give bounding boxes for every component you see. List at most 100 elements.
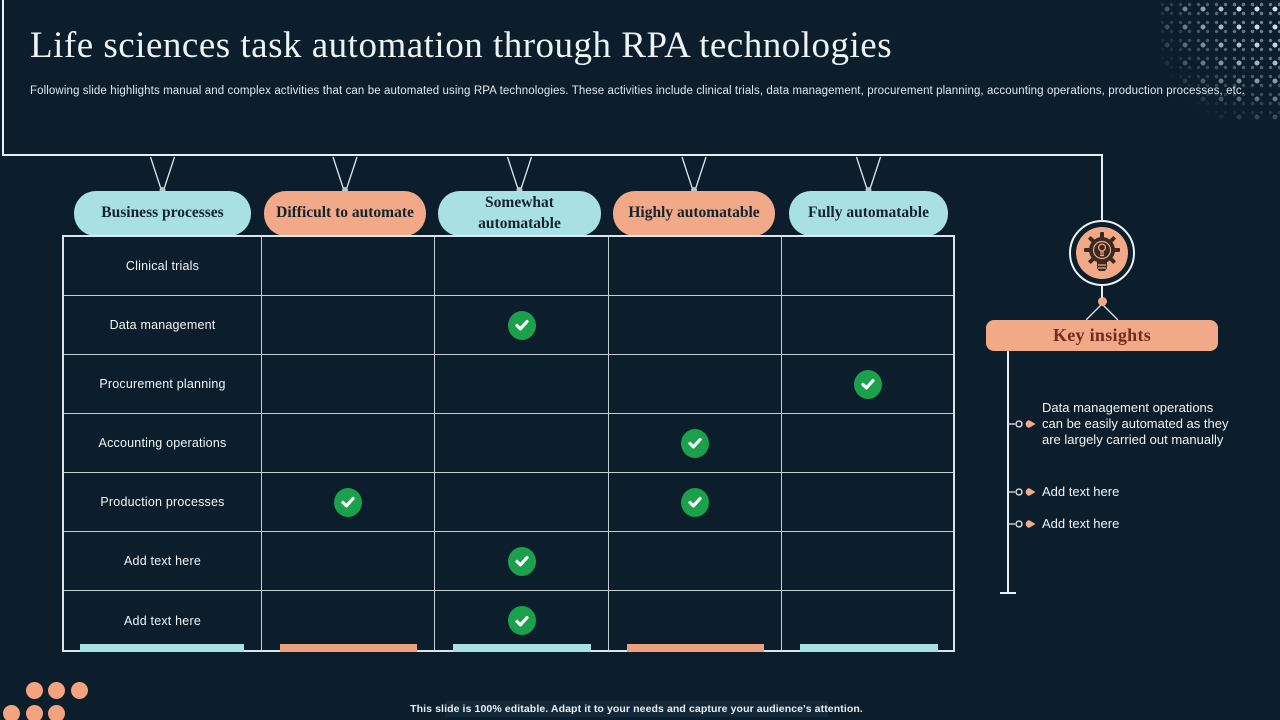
row-label-cell: Clinical trials <box>64 237 262 295</box>
matrix-cell-r0-c3 <box>782 237 953 295</box>
column-footer-bar <box>453 644 591 652</box>
connector-dot <box>1098 297 1107 306</box>
insight-item: Add text here <box>1008 484 1236 500</box>
deco-dot <box>48 704 65 720</box>
insight-text-placeholder[interactable]: Add text here <box>1042 516 1120 531</box>
column-footer-bar <box>800 644 938 652</box>
checkmark-icon <box>507 310 536 340</box>
matrix-cell-r3-c0 <box>262 414 435 472</box>
row-label-cell: Add text here <box>64 532 262 590</box>
insight-text: Data management operations can be easily… <box>1042 400 1229 447</box>
insight-text-placeholder[interactable]: Add text here <box>1042 484 1120 499</box>
matrix-cell-r1-c0 <box>262 296 435 354</box>
matrix-cell-r5-c1 <box>435 532 609 590</box>
column-header-pill: Fully automatable <box>789 191 948 236</box>
row-label: Data management <box>109 318 216 332</box>
row-label: Procurement planning <box>99 377 226 391</box>
table-row: Data management <box>64 296 953 355</box>
matrix-cell-r0-c2 <box>609 237 782 295</box>
matrix-cell-r2-c3 <box>782 355 953 413</box>
checkmark-icon <box>681 428 709 458</box>
table-row: Clinical trials <box>64 237 953 296</box>
arrow-bullet-icon <box>1008 520 1036 528</box>
deco-dot <box>48 681 65 699</box>
row-label: Accounting operations <box>98 436 227 450</box>
matrix-cell-r3-c1 <box>435 414 609 472</box>
column-header-pill: Somewhat automatable <box>438 191 601 236</box>
matrix-cell-r4-c2 <box>609 473 782 531</box>
column-header-pill: Business processes <box>74 191 251 236</box>
left-edge-line <box>2 0 4 155</box>
badge-stem-line <box>1101 285 1103 298</box>
insight-item: Data management operations can be easily… <box>1008 400 1236 448</box>
checkmark-icon <box>853 369 882 399</box>
automation-matrix-table: Clinical trials Data management Procurem… <box>62 235 955 652</box>
checkmark-icon <box>507 606 536 635</box>
deco-dot <box>25 704 43 720</box>
row-label-cell: Add text here <box>64 591 262 650</box>
matrix-cell-r4-c3 <box>782 473 953 531</box>
column-header-label: Highly automatable <box>628 204 760 222</box>
matrix-cell-r3-c3 <box>782 414 953 472</box>
matrix-cell-r4-c1 <box>435 473 609 531</box>
row-label-placeholder[interactable]: Add text here <box>124 613 201 628</box>
table-row: Procurement planning <box>64 355 953 414</box>
halftone-dots-decoration <box>1158 0 1280 120</box>
matrix-cell-r1-c3 <box>782 296 953 354</box>
column-header-pill: Highly automatable <box>613 191 775 236</box>
matrix-cell-r6-c1 <box>435 591 609 650</box>
matrix-cell-r6-c3 <box>782 591 953 650</box>
table-row: Production processes <box>64 473 953 532</box>
table-row: Add text here <box>64 532 953 591</box>
matrix-cell-r6-c2 <box>609 591 782 650</box>
row-label: Production processes <box>100 495 225 509</box>
column-header-label: Business processes <box>101 204 224 222</box>
insight-item: Add text here <box>1008 516 1236 532</box>
matrix-cell-r0-c1 <box>435 237 609 295</box>
matrix-cell-r2-c1 <box>435 355 609 413</box>
matrix-cell-r4-c0 <box>262 473 435 531</box>
checkmark-icon <box>334 487 362 517</box>
table-row: Add text here <box>64 591 953 650</box>
matrix-cell-r1-c1 <box>435 296 609 354</box>
column-header-pill: Difficult to automate <box>264 191 426 236</box>
matrix-cell-r5-c3 <box>782 532 953 590</box>
row-label-cell: Accounting operations <box>64 414 262 472</box>
column-footer-bar <box>627 644 764 652</box>
deco-dot <box>25 681 43 699</box>
gear-lightbulb-icon <box>1076 227 1128 279</box>
footer-text: This slide is 100% editable. Adapt it to… <box>410 703 863 715</box>
column-header-label: Difficult to automate <box>276 204 414 222</box>
column-header-label: Fully automatable <box>808 204 929 222</box>
checkmark-icon <box>681 487 709 517</box>
row-label-cell: Procurement planning <box>64 355 262 413</box>
key-insights-banner: Key insights <box>986 320 1218 351</box>
row-label: Clinical trials <box>125 259 200 273</box>
row-label-cell: Production processes <box>64 473 262 531</box>
column-header-label: Somewhat automatable <box>478 194 561 232</box>
column-footer-bar <box>80 644 244 652</box>
matrix-cell-r5-c0 <box>262 532 435 590</box>
page-subtitle: Following slide highlights manual and co… <box>30 85 1246 97</box>
right-frame-drop-line <box>1101 154 1103 222</box>
row-label-placeholder[interactable]: Add text here <box>124 554 201 568</box>
deco-dot <box>3 704 20 720</box>
matrix-cell-r2-c0 <box>262 355 435 413</box>
matrix-cell-r3-c2 <box>609 414 782 472</box>
row-label-cell: Data management <box>64 296 262 354</box>
deco-dot <box>70 681 88 699</box>
column-footer-bar <box>280 644 417 652</box>
matrix-cell-r2-c2 <box>609 355 782 413</box>
table-row: Accounting operations <box>64 414 953 473</box>
page-title: Life sciences task automation through RP… <box>30 25 893 66</box>
checkmark-icon <box>507 546 536 576</box>
insights-vertical-line <box>1007 351 1009 593</box>
insights-line-end-tick <box>1000 592 1016 594</box>
matrix-cell-r1-c2 <box>609 296 782 354</box>
top-frame-line <box>2 154 1102 156</box>
matrix-cell-r6-c0 <box>262 591 435 650</box>
arrow-bullet-icon <box>1008 488 1036 496</box>
slide-footer: This slide is 100% editable. Adapt it to… <box>410 701 863 717</box>
arrow-bullet-icon <box>1008 420 1036 428</box>
